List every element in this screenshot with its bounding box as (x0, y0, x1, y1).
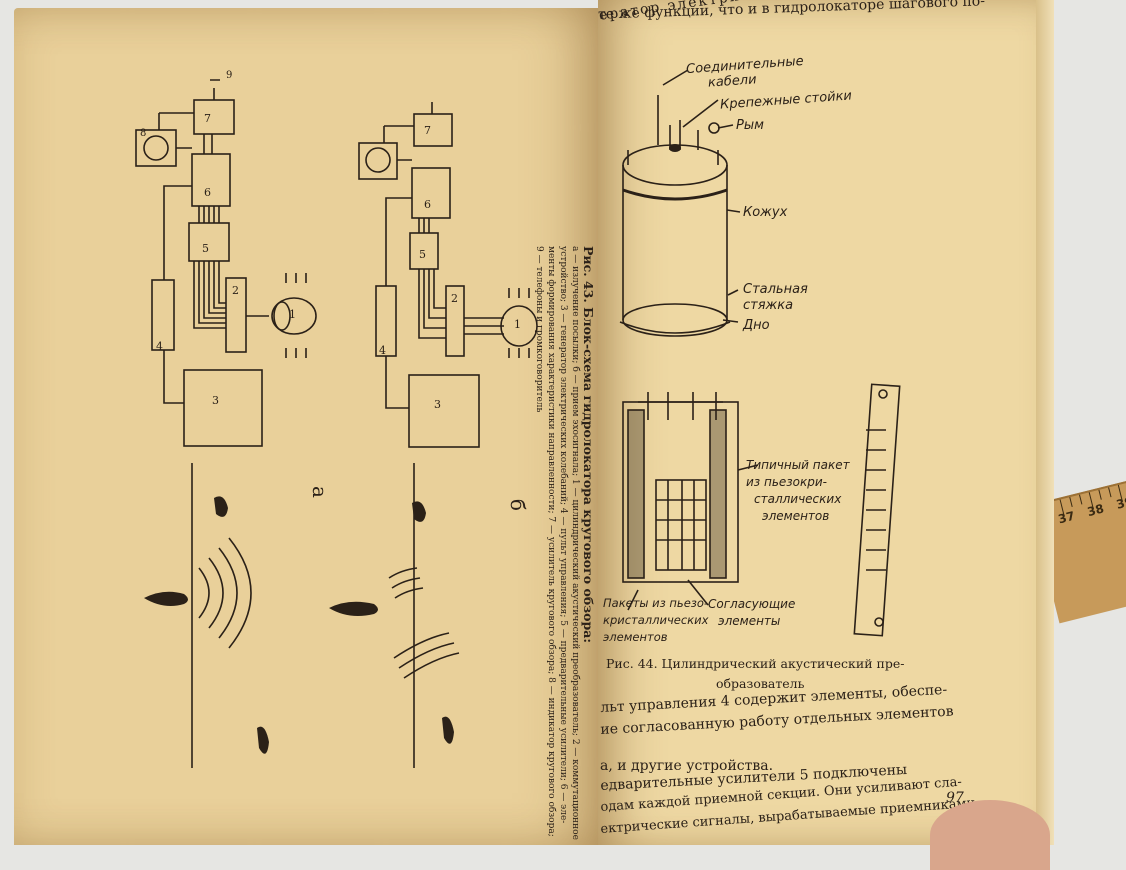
ruler-38: 38 (1085, 501, 1106, 520)
label-tie-2: стяжка (743, 298, 794, 313)
fig44-caption-1: Рис. 44. Цилиндрический акустический пре… (606, 656, 905, 671)
label-matching-2: элементы (718, 614, 781, 628)
fig43-title: Рис. 43. Блок-схема гидролокатора кругов… (581, 246, 596, 643)
label-packs-2: кристаллических (603, 613, 709, 627)
block-1b: 1 (514, 318, 521, 331)
label-matching-1: Согласующие (708, 597, 796, 611)
label-bottom: Дно (743, 318, 770, 333)
label-packet-2: из пьезокри- (746, 475, 828, 489)
block-4a: 4 (156, 340, 163, 353)
block-3b: 3 (434, 398, 441, 411)
block-6a: 6 (204, 186, 211, 199)
block-8a: 8 (140, 128, 147, 139)
block-7b: 7 (424, 124, 431, 137)
page-number: 97 (946, 790, 964, 806)
ruler-39: 39 (1114, 494, 1126, 512)
fig43-caption: Рис. 43. Блок-схема гидролокатора кругов… (533, 246, 596, 846)
fig43-line1: а — излучение посылки; б — прием эхосигн… (570, 246, 580, 840)
label-casing: Кожух (743, 205, 788, 220)
page-edge (1036, 0, 1054, 845)
block-5a: 5 (202, 242, 209, 255)
label-packet-3: сталлических (754, 492, 842, 506)
label-packet-4: элементов (762, 509, 830, 523)
block-2b: 2 (451, 292, 458, 305)
photo-scene: 37 38 39 (14, 0, 1126, 870)
block-4b: 4 (379, 344, 386, 357)
fig43-line3: менты формирования характеристики направ… (546, 246, 556, 837)
fig43-line2: устройство; 3 — генератор электрических … (558, 246, 568, 824)
fig44-drawing (619, 69, 901, 637)
block-3a: 3 (212, 394, 219, 407)
label-packs-1: Пакеты из пьезо- (603, 596, 709, 610)
ruler-37: 37 (1056, 508, 1077, 527)
fig43-diagram (135, 79, 538, 768)
body-line-3: а, и другие устройства. (600, 758, 774, 774)
left-page: 7 8 9 6 5 4 2 3 1 7 6 5 4 2 3 1 а б Рис.… (14, 8, 604, 845)
label-packet-1: Типичный пакет (746, 458, 850, 472)
label-tie-1: Стальная (743, 282, 808, 297)
panel-a-label: а (307, 486, 332, 498)
block-6b: 6 (424, 198, 431, 211)
block-9a: 9 (226, 70, 233, 81)
label-eye: Рым (736, 118, 764, 133)
block-2a: 2 (232, 284, 239, 297)
block-1a: 1 (289, 308, 296, 321)
finger (930, 800, 1050, 870)
right-page: ератор электрических те же функции, что … (598, 0, 1048, 845)
block-5b: 5 (419, 248, 426, 261)
label-packs-3: элементов (603, 630, 668, 644)
panel-b-label: б (506, 498, 531, 512)
fig44-caption-2: образователь (716, 676, 805, 691)
block-7a: 7 (204, 112, 211, 125)
fig43-line4: 9 — телефоны и громкоговоритель (534, 246, 544, 413)
